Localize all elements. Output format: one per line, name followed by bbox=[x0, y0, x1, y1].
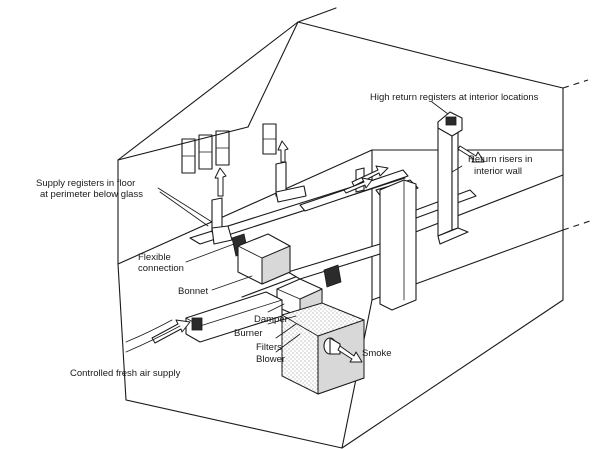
label-blower: Blower bbox=[256, 354, 285, 365]
label-supply-registers-line1: Supply registers in floor bbox=[36, 178, 135, 189]
label-flexible-line1: Flexible bbox=[138, 252, 171, 263]
label-return-risers-line2: interior wall bbox=[474, 166, 522, 177]
labels: High return registers at interior locati… bbox=[36, 92, 539, 379]
label-smoke: Smoke bbox=[362, 348, 392, 359]
label-filters: Filters bbox=[256, 342, 282, 353]
leader-lines bbox=[157, 101, 463, 353]
label-high-return-registers: High return registers at interior locati… bbox=[370, 92, 539, 103]
label-bonnet: Bonnet bbox=[178, 286, 208, 297]
return-ducts bbox=[379, 111, 477, 311]
airflow-arrows bbox=[125, 140, 485, 363]
label-return-risers-line1: Return risers in bbox=[468, 154, 532, 165]
windows bbox=[181, 123, 277, 174]
label-damper: Damper bbox=[254, 314, 288, 325]
label-fresh-air-supply: Controlled fresh air supply bbox=[70, 368, 181, 379]
label-supply-registers-line2: at perimeter below glass bbox=[40, 189, 143, 200]
label-burner: Burner bbox=[234, 328, 263, 339]
fresh-air-duct bbox=[185, 291, 283, 343]
furnace bbox=[237, 233, 365, 395]
label-flexible-line2: connection bbox=[138, 263, 184, 274]
